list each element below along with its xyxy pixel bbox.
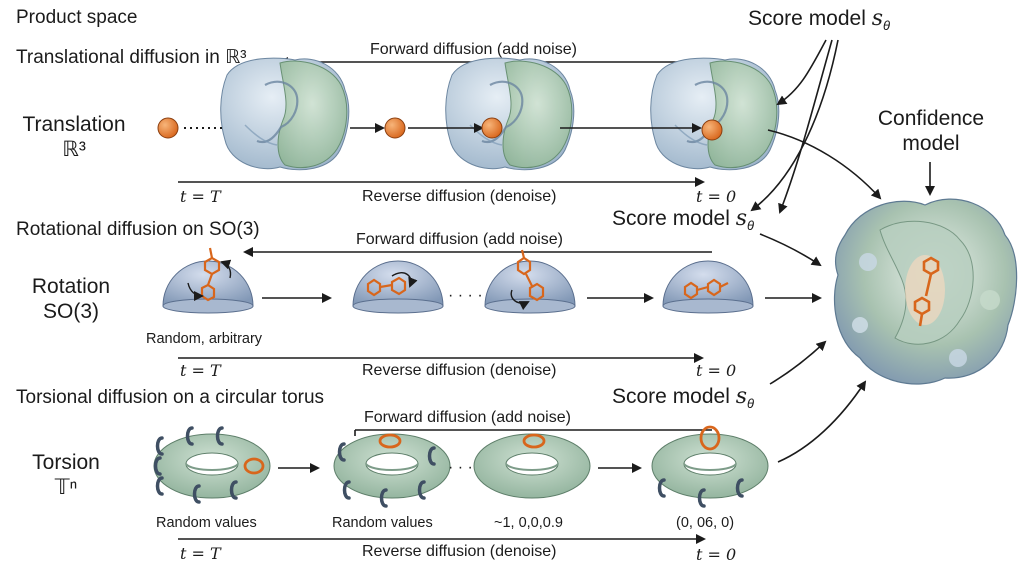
page-title: Product space	[16, 7, 138, 28]
ligand-rotation-4	[683, 278, 729, 300]
torsion-caption-3: ~1, 0,0,0.9	[494, 515, 563, 531]
ligand-rotation-3	[516, 249, 545, 302]
rotation-t-start: t = T	[180, 361, 221, 380]
torsion-caption-2: Random values	[332, 515, 433, 531]
ligand-sphere-bound	[701, 119, 723, 141]
torus-3	[473, 433, 591, 499]
hemisphere-2	[352, 260, 444, 314]
score-model-label-1: Score model sθ	[748, 6, 891, 34]
rotation-reverse-label: Reverse diffusion (denoise)	[362, 362, 557, 379]
score-model-label-3: Score model sθ	[612, 384, 755, 412]
torsion-marker-1	[243, 457, 265, 475]
torsion-forward-label: Forward diffusion (add noise)	[364, 409, 571, 426]
hemisphere-1	[162, 260, 254, 314]
translation-name: Translation ℝ³	[22, 113, 126, 161]
translation-t-start: t = T	[180, 187, 221, 206]
protein-pocket-1	[219, 57, 350, 171]
translation-forward-label: Forward diffusion (add noise)	[370, 41, 577, 58]
confidence-model-label: Confidence model	[877, 107, 985, 155]
torsion-t-end: t = 0	[696, 545, 737, 564]
translation-reverse-label: Reverse diffusion (denoise)	[362, 188, 557, 205]
torsion-marker-4	[699, 425, 721, 451]
torsion-ellipsis: · · ·	[448, 459, 473, 476]
torsion-t-start: t = T	[180, 544, 221, 563]
score-model-label-2: Score model sθ	[612, 206, 755, 234]
ligand-sphere-start	[157, 117, 179, 139]
torsion-marker-3	[522, 433, 546, 449]
torsion-caption-4: (0, 06, 0)	[676, 515, 735, 531]
translation-t-end: t = 0	[696, 187, 737, 206]
ligand-sphere-pocket	[481, 117, 503, 139]
ligand-sphere-mid	[384, 117, 406, 139]
rotation-name: Rotation SO(3)	[31, 275, 111, 323]
torus-1	[153, 433, 271, 499]
rotation-t-end: t = 0	[696, 361, 737, 380]
protein-pocket-2	[444, 57, 575, 171]
torsion-reverse-label: Reverse diffusion (denoise)	[362, 543, 557, 560]
torus-4	[651, 433, 769, 499]
torsion-marker-2	[378, 433, 402, 449]
torsion-name: Torsion 𝕋ⁿ	[32, 451, 100, 499]
rotation-caption: Random, arbitrary	[146, 331, 263, 347]
ligand-rotation-2	[366, 276, 407, 297]
torsion-caption-1: Random values	[156, 515, 257, 531]
protein-ligand-complex	[833, 198, 1018, 385]
protein-pocket-3	[649, 57, 780, 171]
translation-section-title: Translational diffusion in ℝ³	[16, 47, 247, 68]
torsion-section-title: Torsional diffusion on a circular torus	[16, 387, 325, 408]
rotation-ellipsis: · · · ·	[448, 287, 483, 304]
rotation-forward-label: Forward diffusion (add noise)	[356, 231, 563, 248]
rotation-section-title: Rotational diffusion on SO(3)	[16, 219, 260, 240]
torus-2	[333, 433, 451, 499]
